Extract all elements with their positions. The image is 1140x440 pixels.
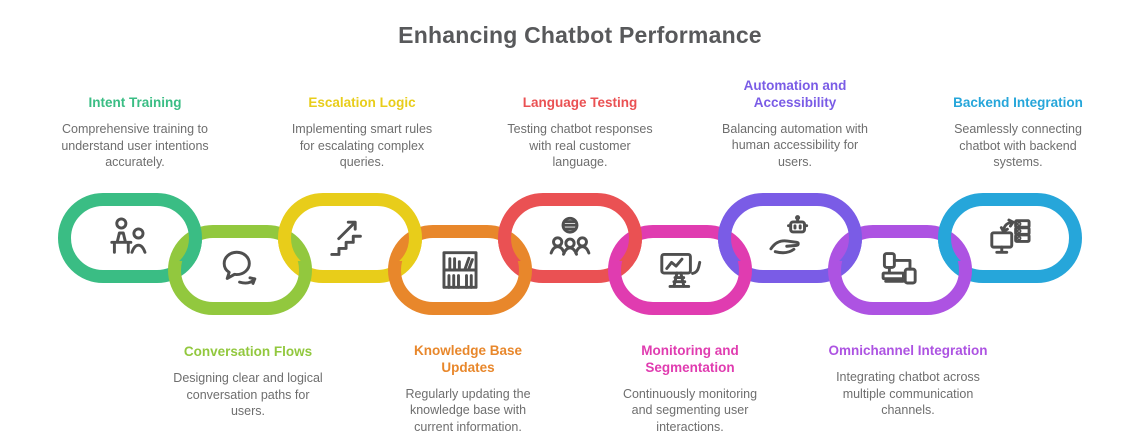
backend-integration-icon xyxy=(990,218,1031,254)
item-description: Comprehensive training to understand use… xyxy=(61,121,209,170)
item-title: Escalation Logic xyxy=(308,95,416,110)
chain-interlock-patch xyxy=(484,223,534,261)
language-testing-icon xyxy=(549,216,591,256)
item-description: Integrating chatbot across multiple comm… xyxy=(836,369,980,418)
item-description: Testing chatbot responses with real cust… xyxy=(507,121,653,170)
chain-interlock-patch xyxy=(166,223,216,261)
item-title: Knowledge Base Updates xyxy=(413,343,523,375)
item-description: Continuously monitoring and segmenting u… xyxy=(622,386,758,434)
item-block-language-testing: Language Testing Testing chatbot respons… xyxy=(480,95,680,171)
knowledge-base-icon xyxy=(442,251,478,289)
item-title: Monitoring and Segmentation xyxy=(641,343,739,375)
item-description: Balancing automation with human accessib… xyxy=(722,121,868,169)
item-title: Language Testing xyxy=(522,95,638,110)
item-description: Designing clear and logical conversation… xyxy=(173,370,323,419)
item-block-knowledge-base-updates: Knowledge Base Updates Regularly updatin… xyxy=(368,343,568,436)
conversation-flows-icon xyxy=(222,250,257,285)
chain-interlock-patch xyxy=(826,223,876,261)
item-title: Backend Integration xyxy=(953,95,1083,110)
item-description: Seamlessly connecting chatbot with backe… xyxy=(954,121,1082,170)
item-block-automation-accessibility: Automation and Accessibility Balancing a… xyxy=(695,78,895,171)
chain-interlock-patch xyxy=(386,223,436,261)
chain-interlock-patch xyxy=(606,223,656,261)
item-title: Automation and Accessibility xyxy=(743,78,847,110)
chain-interlock-patch xyxy=(264,223,314,261)
item-title: Conversation Flows xyxy=(183,344,313,359)
item-block-escalation-logic: Escalation Logic Implementing smart rule… xyxy=(262,95,462,171)
item-block-conversation-flows: Conversation Flows Designing clear and l… xyxy=(148,344,348,420)
omnichannel-integration-icon xyxy=(881,252,917,285)
escalation-logic-icon xyxy=(330,220,362,256)
item-description: Regularly updating the knowledge base wi… xyxy=(405,386,531,434)
item-title: Omnichannel Integration xyxy=(828,343,988,358)
item-block-monitoring-segmentation: Monitoring and Segmentation Continuously… xyxy=(590,343,790,436)
item-title: Intent Training xyxy=(88,95,182,110)
chain-interlock-patch xyxy=(924,223,974,261)
chain-interlock-patch xyxy=(704,223,754,261)
page-title: Enhancing Chatbot Performance xyxy=(398,22,762,48)
automation-accessibility-icon xyxy=(769,215,809,255)
intent-training-icon xyxy=(110,217,147,254)
item-block-intent-training: Intent Training Comprehensive training t… xyxy=(35,95,235,171)
item-block-backend-integration: Backend Integration Seamlessly connectin… xyxy=(918,95,1118,171)
monitoring-segmentation-icon xyxy=(660,252,702,288)
item-block-omnichannel-integration: Omnichannel Integration Integrating chat… xyxy=(808,343,1008,419)
item-description: Implementing smart rules for escalating … xyxy=(291,121,433,170)
